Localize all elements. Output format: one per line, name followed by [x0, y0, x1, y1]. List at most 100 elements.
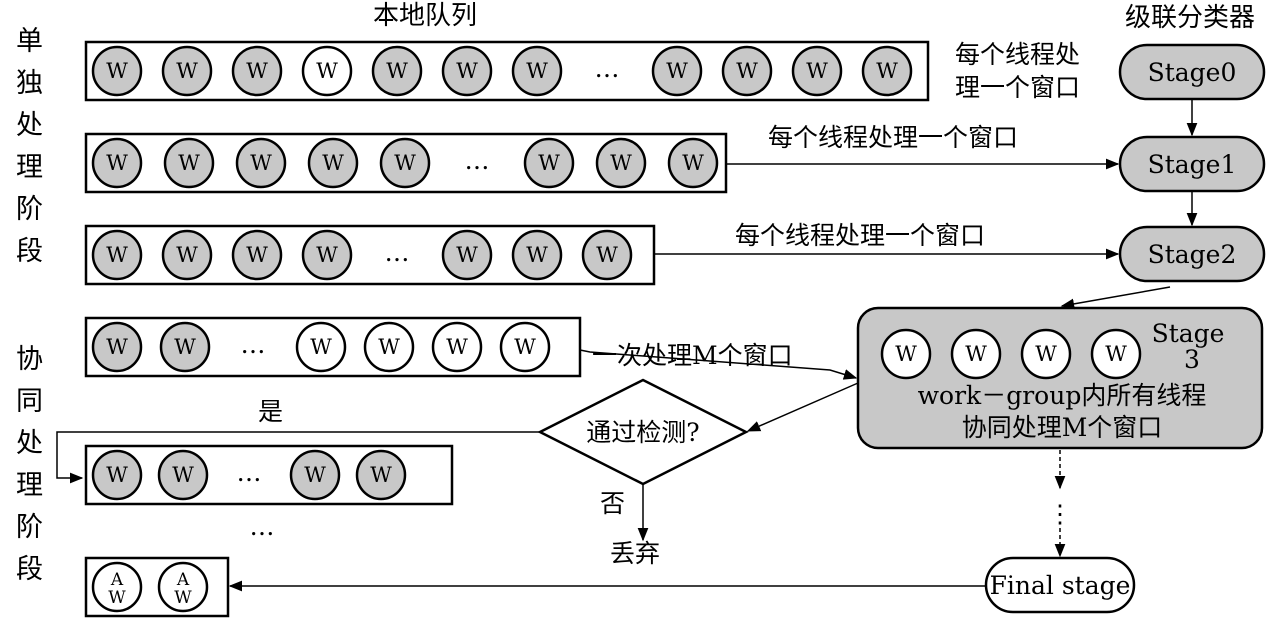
queue-ellipsis: … — [250, 512, 275, 541]
stage3-desc-line1: work－group内所有线程 — [918, 381, 1207, 410]
side-char: 处 — [16, 428, 43, 459]
node-label-w: W — [106, 463, 128, 487]
window-node — [235, 137, 287, 189]
window-node — [163, 137, 215, 189]
window-node — [721, 45, 773, 97]
window-node — [91, 449, 143, 501]
local-queue-label: 本地队列 — [373, 1, 477, 31]
stage2-node — [1118, 225, 1266, 283]
window-node — [157, 449, 209, 501]
node-label-w: W — [174, 335, 196, 359]
node-label-w: W — [526, 243, 548, 267]
stage0-label: Stage0 — [1148, 58, 1237, 87]
arrow-stage3-check — [746, 382, 859, 432]
node-label-w: W — [876, 59, 898, 83]
node-label-w: W — [1105, 342, 1127, 366]
discard-label: 丢弃 — [610, 539, 660, 568]
node-label-w: W — [1035, 342, 1057, 366]
stage2-annotation: 每个线程处理一个窗口 — [735, 221, 985, 250]
window-node — [651, 45, 703, 97]
node-label-w: W — [895, 342, 917, 366]
node-label-w: W — [108, 588, 126, 608]
node-label-w: W — [538, 151, 560, 175]
stage0-annotation-line2: 理一个窗口 — [955, 73, 1080, 102]
window-node — [307, 137, 359, 189]
window-node — [289, 449, 341, 501]
stage3-title-line1: Stage — [1152, 319, 1225, 348]
node-label-w: W — [526, 59, 548, 83]
node-label-w: W — [172, 463, 194, 487]
stage1-label: Stage1 — [1148, 150, 1237, 179]
node-label-w: W — [246, 243, 268, 267]
node-label-w: W — [316, 59, 338, 83]
node-label-w: W — [965, 342, 987, 366]
node-label-w: W — [682, 151, 704, 175]
stage1-annotation: 每个线程处理一个窗口 — [768, 123, 1018, 152]
window-node — [581, 229, 633, 281]
window-node — [441, 45, 493, 97]
node-label-w: W — [178, 151, 200, 175]
final-stage-node — [984, 556, 1136, 614]
queue-box — [84, 316, 582, 378]
window-node — [363, 321, 415, 373]
check-label: 通过检测? — [586, 418, 699, 447]
node-label-w: W — [394, 151, 416, 175]
stage-vertical-ellipsis: ⋮ — [1048, 499, 1073, 528]
window-node — [499, 321, 551, 373]
side-char: 理 — [16, 152, 43, 183]
node-label-w: W — [456, 59, 478, 83]
queue-box — [84, 132, 728, 194]
window-node — [431, 321, 483, 373]
side-char: 单 — [16, 26, 43, 57]
side-char: 段 — [16, 554, 43, 585]
node-label-w: W — [514, 335, 536, 359]
node-label-w: W — [176, 243, 198, 267]
left-label-cooperative-stage: 协 同 处 理 阶 段 — [16, 344, 52, 585]
stage3-window-node — [880, 328, 932, 380]
node-label-w: W — [106, 59, 128, 83]
window-node — [523, 137, 575, 189]
side-char: 协 — [16, 344, 43, 375]
node-label-w: W — [176, 59, 198, 83]
no-label: 否 — [600, 489, 625, 518]
queue-box — [84, 556, 230, 618]
node-label-w: W — [610, 151, 632, 175]
window-node — [667, 137, 719, 189]
window-node — [231, 229, 283, 281]
arrow-check-yes-queue5 — [56, 431, 540, 484]
window-node — [295, 321, 347, 373]
window-node — [159, 321, 211, 373]
node-label-w: W — [106, 243, 128, 267]
side-char: 阶 — [16, 194, 43, 225]
node-label-w: W — [310, 335, 332, 359]
node-label-w: W — [736, 59, 758, 83]
stage3-window-node — [1090, 328, 1142, 380]
node-label-w: W — [666, 59, 688, 83]
node-label-w: W — [322, 151, 344, 175]
node-label-a: A — [110, 570, 124, 590]
queue-box — [84, 444, 454, 506]
stage3-window-node — [950, 328, 1002, 380]
left-label-individual-stage: 单 独 处 理 阶 段 — [16, 26, 52, 267]
queue-box — [84, 40, 930, 102]
side-char: 段 — [16, 236, 43, 267]
node-label-w: W — [316, 243, 338, 267]
stage3-title: Stage 3 — [1152, 319, 1233, 374]
window-node — [861, 45, 913, 97]
side-char: 理 — [16, 470, 43, 501]
side-char: 同 — [16, 386, 43, 417]
node-label-w: W — [446, 335, 468, 359]
node-label-w: W — [456, 243, 478, 267]
arrow-queue4-stage3 — [579, 349, 858, 380]
node-label-w: W — [596, 243, 618, 267]
queue-ellipsis: … — [385, 238, 410, 267]
node-label-w: W — [106, 151, 128, 175]
node-label-w: W — [806, 59, 828, 83]
window-node — [791, 45, 843, 97]
node-label-w: W — [106, 335, 128, 359]
